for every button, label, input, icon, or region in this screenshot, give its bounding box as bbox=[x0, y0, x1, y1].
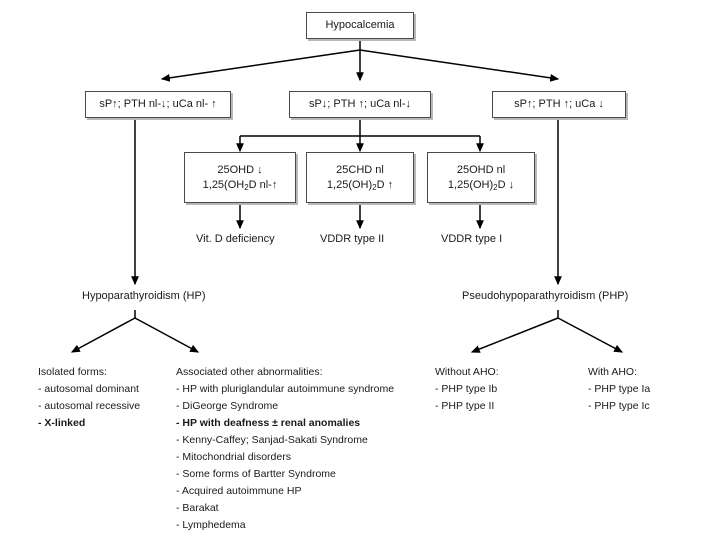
node-hypocalcemia[interactable]: Hypocalcemia bbox=[306, 12, 414, 39]
node-lab-profile-3-label: sP↑; PTH ↑; uCa ↓ bbox=[514, 98, 604, 111]
connector-php-to-with-aho bbox=[557, 317, 624, 353]
list-item: - HP with pluriglandular autoimmune synd… bbox=[176, 383, 395, 395]
node-lab-profile-1[interactable]: sP↑; PTH nl-↓; uCa nl- ↑ bbox=[85, 91, 231, 118]
metabolite-1-formula-sub: 2 bbox=[244, 182, 249, 192]
label-vddr-type-1: VDDR type I bbox=[441, 233, 503, 245]
connector-hp-to-associated bbox=[134, 317, 200, 353]
node-lab-profile-2-label: sP↓; PTH ↑; uCa nl-↓ bbox=[308, 98, 412, 111]
list-item: - Kenny-Caffey; Sanjad-Sakati Syndrome bbox=[176, 434, 368, 446]
metabolite-2-formula-pre: 1,25(OH) bbox=[326, 178, 373, 191]
column-with-aho-title: With AHO: bbox=[588, 366, 638, 378]
list-item: - X-linked bbox=[38, 417, 86, 429]
list-item: - autosomal dominant bbox=[38, 383, 139, 395]
list-item: - Lymphedema bbox=[176, 519, 246, 531]
node-metabolite-1[interactable]: 25OHD ↓ 1,25(OH2D nl-↑ bbox=[184, 152, 296, 203]
list-item: - autosomal recessive bbox=[38, 400, 141, 412]
metabolite-3-formula-post: D ↓ bbox=[497, 178, 515, 191]
connector-php-to-without-aho bbox=[470, 317, 559, 353]
column-isolated-forms-title: Isolated forms: bbox=[38, 366, 107, 378]
metabolite-3-formula-sub: 2 bbox=[493, 182, 498, 192]
node-lab-profile-1-label: sP↑; PTH nl-↓; uCa nl- ↑ bbox=[99, 98, 217, 111]
node-lab-profile-2[interactable]: sP↓; PTH ↑; uCa nl-↓ bbox=[289, 91, 431, 118]
connector-root-to-branch-3 bbox=[359, 49, 560, 82]
node-metabolite-3-line2: 1,25(OH)2D ↓ bbox=[448, 178, 514, 193]
list-item: - Acquired autoimmune HP bbox=[176, 485, 302, 497]
list-item: - PHP type Ic bbox=[588, 400, 650, 412]
column-isolated-forms: Isolated forms: - autosomal dominant - a… bbox=[38, 364, 140, 432]
node-metabolite-2[interactable]: 25CHD nl 1,25(OH)2D ↑ bbox=[306, 152, 414, 203]
list-item: - HP with deafness ± renal anomalies bbox=[176, 417, 361, 429]
node-metabolite-1-line1: 25OHD ↓ bbox=[217, 163, 263, 176]
node-metabolite-2-line1: 25CHD nl bbox=[336, 163, 384, 176]
node-metabolite-3[interactable]: 25OHD nl 1,25(OH)2D ↓ bbox=[427, 152, 535, 203]
metabolite-1-formula-post: D nl-↑ bbox=[248, 178, 278, 191]
node-hypocalcemia-label: Hypocalcemia bbox=[325, 19, 395, 32]
list-item: - Some forms of Bartter Syndrome bbox=[176, 468, 336, 480]
metabolite-2-formula-post: D ↑ bbox=[376, 178, 394, 191]
connector-hp-to-isolated bbox=[70, 317, 136, 353]
node-metabolite-2-line2: 1,25(OH)2D ↑ bbox=[327, 178, 393, 193]
column-with-aho: With AHO: - PHP type Ia - PHP type Ic bbox=[588, 364, 650, 415]
column-associated-abnormalities-title: Associated other abnormalities: bbox=[176, 366, 323, 378]
label-pseudohypoparathyroidism: Pseudohypoparathyroidism (PHP) bbox=[462, 290, 629, 302]
list-item: - PHP type Ib bbox=[435, 383, 498, 395]
metabolite-1-formula-pre: 1,25(OH bbox=[202, 178, 245, 191]
node-metabolite-3-line1: 25OHD nl bbox=[456, 163, 506, 176]
column-without-aho-title: Without AHO: bbox=[435, 366, 499, 378]
label-hypoparathyroidism: Hypoparathyroidism (HP) bbox=[82, 290, 206, 302]
label-vitamin-d-deficiency: Vit. D deficiency bbox=[196, 233, 275, 245]
label-vddr-type-2: VDDR type II bbox=[320, 233, 385, 245]
node-metabolite-1-line2: 1,25(OH2D nl-↑ bbox=[203, 178, 278, 193]
list-item: - Mitochondrial disorders bbox=[176, 451, 291, 463]
node-lab-profile-3[interactable]: sP↑; PTH ↑; uCa ↓ bbox=[492, 91, 626, 118]
list-item: - PHP type Ia bbox=[588, 383, 651, 395]
list-item: - DiGeorge Syndrome bbox=[176, 400, 279, 412]
metabolite-2-formula-sub: 2 bbox=[372, 182, 377, 192]
list-item: - Barakat bbox=[176, 502, 219, 514]
list-item: - PHP type II bbox=[435, 400, 495, 412]
connector-root-to-branch-1 bbox=[160, 49, 361, 82]
column-without-aho: Without AHO: - PHP type Ib - PHP type II bbox=[435, 364, 499, 415]
column-associated-abnormalities: Associated other abnormalities: - HP wit… bbox=[176, 364, 394, 534]
metabolite-3-formula-pre: 1,25(OH) bbox=[447, 178, 494, 191]
